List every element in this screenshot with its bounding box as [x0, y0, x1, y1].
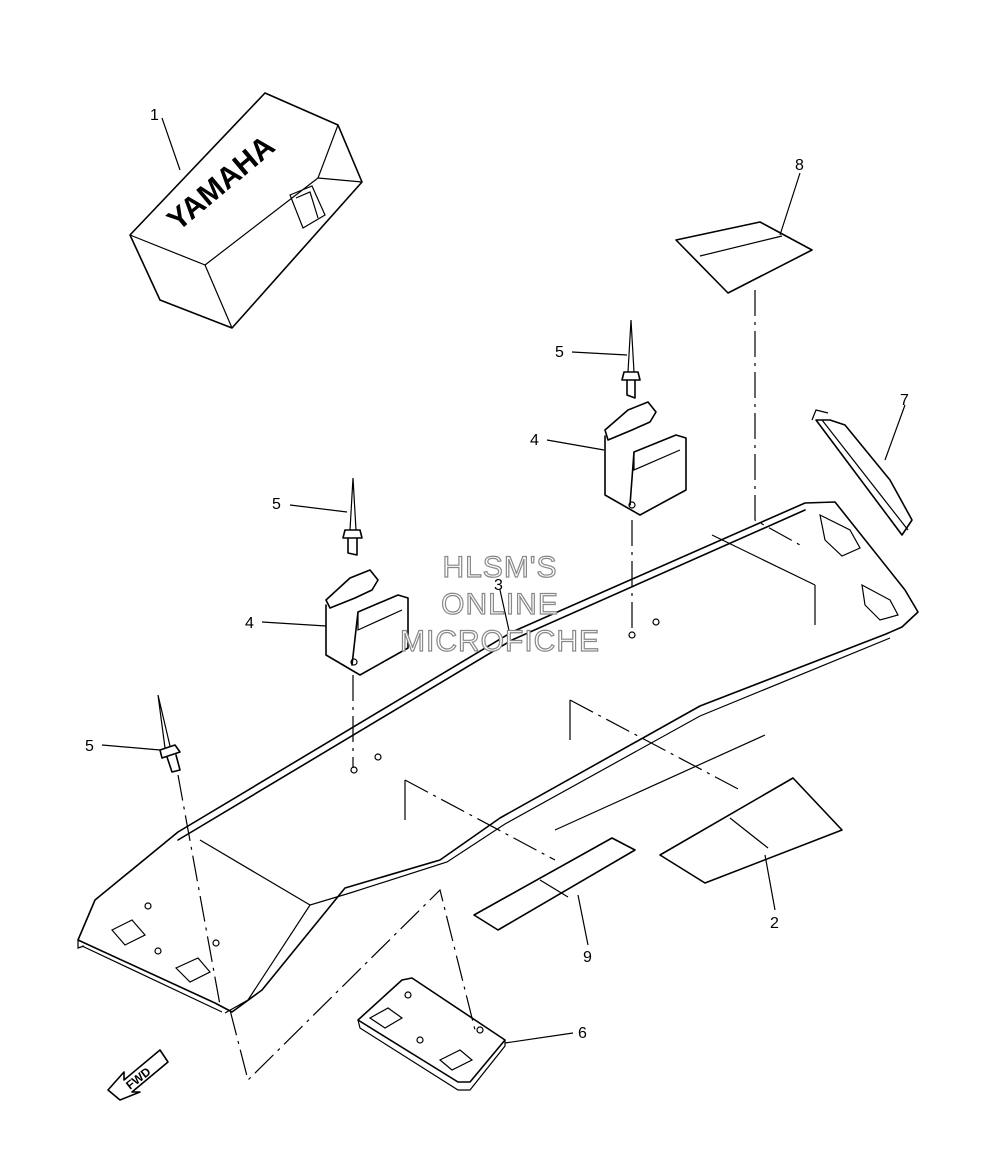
- callout-6: 6: [578, 1025, 587, 1042]
- forward-arrow-icon: FWD: [107, 1049, 169, 1101]
- part-5-rivet-top: [621, 319, 641, 399]
- callout-4-right: 4: [530, 432, 539, 449]
- watermark-line-1: HLSM'S: [442, 551, 557, 584]
- part-4-clip-right: [604, 401, 687, 516]
- watermark: HLSM'S ONLINE MICROFICHE: [399, 550, 600, 658]
- part-5-rivet-middle: [342, 477, 363, 556]
- reference-lines: [177, 290, 801, 1082]
- leader-lines: [101, 117, 906, 1044]
- part-4-clip-left: [325, 569, 409, 676]
- callout-5-middle: 5: [272, 496, 281, 513]
- watermark-line-2: ONLINE: [441, 588, 559, 621]
- callout-1: 1: [150, 107, 159, 124]
- part-1-cover: YAMAHA: [129, 92, 363, 329]
- callout-5-bottom: 5: [85, 738, 94, 755]
- callout-2: 2: [770, 915, 779, 932]
- part-9-label: [473, 837, 636, 931]
- part-8-label: [675, 221, 813, 294]
- part-7-wire: [811, 409, 913, 536]
- callout-3: 3: [494, 577, 503, 594]
- callout-7: 7: [900, 392, 909, 409]
- callout-8: 8: [795, 157, 804, 174]
- callout-numbers: 1 8 5 4 7 5 4 3 5 2 9 6: [85, 107, 909, 1042]
- main-tray: [77, 501, 919, 1014]
- watermark-line-3: MICROFICHE: [400, 625, 600, 658]
- part-2-label: [659, 777, 843, 884]
- callout-9: 9: [583, 949, 592, 966]
- part-5-rivet-bottom: [157, 694, 181, 773]
- callout-5-top: 5: [555, 344, 564, 361]
- callout-4-left: 4: [245, 615, 254, 632]
- part-6-plate: [357, 977, 506, 1091]
- forward-arrow-label: FWD: [123, 1064, 153, 1092]
